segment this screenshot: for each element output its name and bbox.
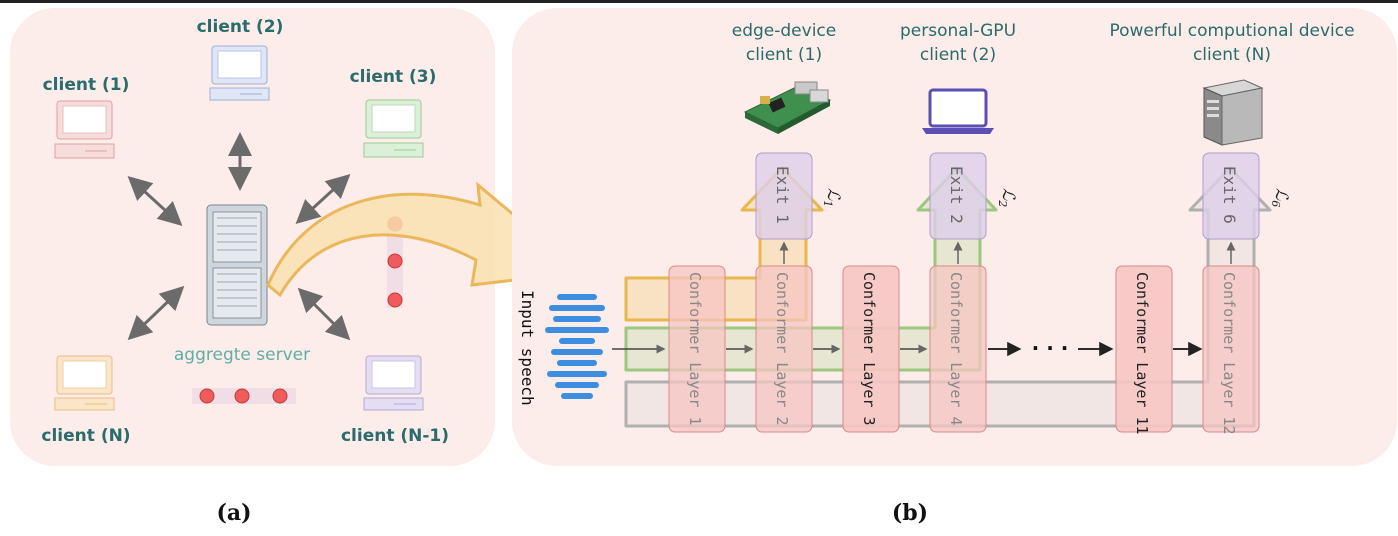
conformer-layer-4-label: Conformer Layer 4 xyxy=(947,272,965,426)
client-n-computer-icon xyxy=(54,355,115,411)
arrow-server-client-n-minus-1 xyxy=(297,287,351,341)
device-n-line1: Powerful computional device xyxy=(1109,21,1354,41)
client-n-minus-1-label: client (N-1) xyxy=(341,426,449,446)
caption-b: (b) xyxy=(892,500,928,526)
top-border xyxy=(0,0,1398,3)
raspberry-pi-icon xyxy=(743,81,832,134)
tower-server-icon xyxy=(1202,79,1264,146)
arrow-server-client-3 xyxy=(295,173,351,225)
exit-2-label: Exit 2 xyxy=(947,166,966,224)
client-2-computer-icon xyxy=(209,45,270,101)
caption-a: (a) xyxy=(216,500,251,526)
exit-1-block: Exit 1 xyxy=(755,152,813,240)
client-3-label: client (3) xyxy=(350,67,437,87)
server-icon xyxy=(206,204,268,326)
speech-waveform-icon xyxy=(545,294,609,399)
conformer-layer-1: Conformer Layer 1 xyxy=(668,265,726,433)
conformer-layer-11: Conformer Layer 11 xyxy=(1115,265,1173,435)
device-1-line1: edge-device xyxy=(732,21,836,41)
client-2-label: client (2) xyxy=(197,17,284,37)
conformer-layer-12: Conformer Layer 12 xyxy=(1202,265,1260,435)
client-1-computer-icon xyxy=(54,100,115,159)
arrow-server-client-1 xyxy=(127,175,183,227)
device-n-line2: client (N) xyxy=(1193,45,1271,65)
loss-1-symbol: ℒ1 xyxy=(821,188,843,207)
conformer-layer-4: Conformer Layer 4 xyxy=(929,265,987,433)
client-n-label: client (N) xyxy=(41,426,130,446)
conformer-layer-11-label: Conformer Layer 11 xyxy=(1133,272,1151,435)
client-n-minus-1-computer-icon xyxy=(363,355,424,411)
conformer-layer-12-label: Conformer Layer 12 xyxy=(1220,272,1238,435)
ellipsis-dots-horizontal xyxy=(192,388,296,404)
device-2-line1: personal-GPU xyxy=(900,21,1016,41)
device-1-line2: client (1) xyxy=(746,45,822,65)
conformer-layer-3: Conformer Layer 3 xyxy=(842,265,900,433)
loss-2-symbol: ℒ2 xyxy=(996,188,1018,207)
device-2-line2: client (2) xyxy=(920,45,996,65)
exit-6-label: Exit 6 xyxy=(1220,166,1239,224)
client-1-label: client (1) xyxy=(43,75,130,95)
server-label: aggregte server xyxy=(174,345,310,365)
layer-ellipsis: · · · xyxy=(1032,336,1069,360)
laptop-icon xyxy=(922,88,994,134)
exit-1-label: Exit 1 xyxy=(773,166,792,224)
loss-6-symbol: ℒ6 xyxy=(1269,188,1291,207)
client-3-computer-icon xyxy=(363,99,424,158)
arrow-server-client-n xyxy=(127,285,185,341)
conformer-layer-2-label: Conformer Layer 2 xyxy=(773,272,791,426)
input-speech-label: Input speech xyxy=(518,290,537,406)
conformer-layer-3-label: Conformer Layer 3 xyxy=(860,272,878,426)
conformer-layer-1-label: Conformer Layer 1 xyxy=(686,272,704,426)
exit-2-block: Exit 2 xyxy=(929,152,987,240)
conformer-layer-2: Conformer Layer 2 xyxy=(755,265,813,433)
exit-6-block: Exit 6 xyxy=(1202,152,1260,240)
